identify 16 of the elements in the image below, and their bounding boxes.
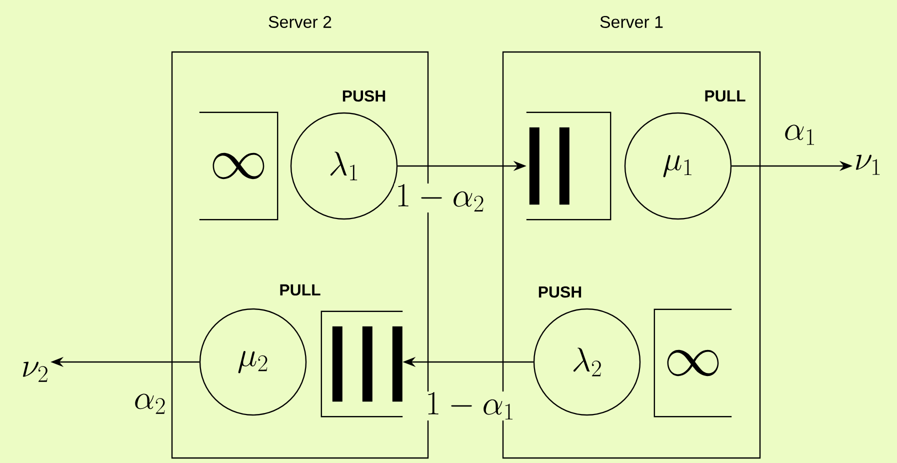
mode-label: PULL (280, 284, 320, 296)
edge-label: $1-\alpha_2$ (394, 184, 486, 212)
edge-label: $1-\alpha_1$ (424, 392, 516, 420)
queue-box: $\infty$ (199, 112, 278, 220)
flow-symbol: $\nu_2$ (22, 362, 48, 382)
server-title: Server 1 (600, 16, 663, 28)
edge-label: $\alpha_1$ (782, 124, 818, 146)
queue-box: $\infty$ (654, 308, 732, 418)
mode-label: PULL (705, 90, 746, 102)
server-title: Server 2 (268, 16, 332, 28)
flow-symbol: $\nu_1$ (856, 154, 880, 175)
mode-label: PUSH (342, 90, 386, 102)
queue-box (526, 112, 612, 220)
queue-box (320, 310, 403, 418)
mode-label: PUSH (538, 286, 582, 298)
edge-label: $\alpha_2$ (132, 393, 168, 415)
